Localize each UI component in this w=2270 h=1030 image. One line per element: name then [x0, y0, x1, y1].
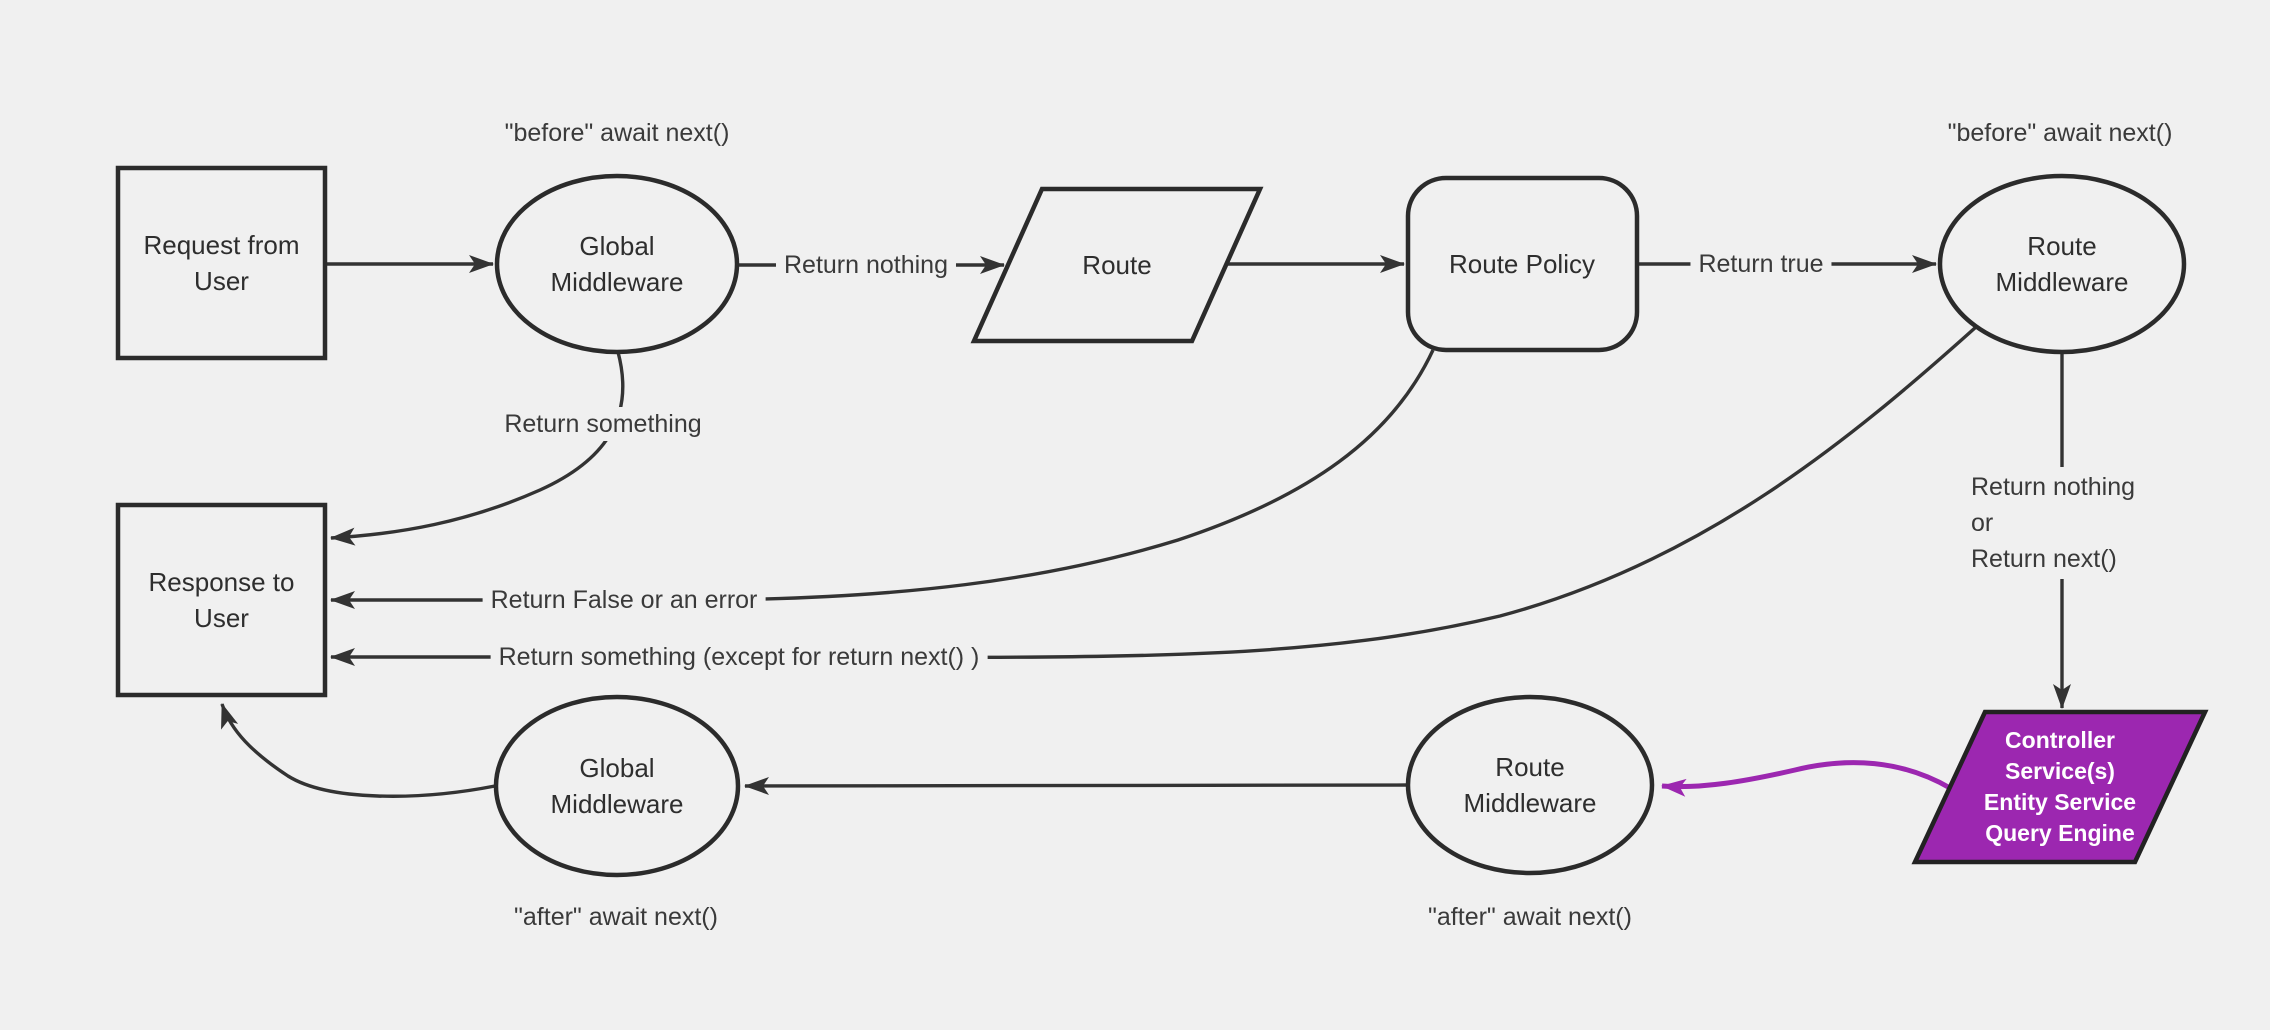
edge-controller-to-route-middleware-purple — [1661, 760, 1952, 797]
route-policy-rounded-box — [1405, 175, 1640, 353]
edge-global-middleware-to-response — [220, 703, 496, 798]
return-nothing-or-next-label: Return nothing or Return next() — [1963, 467, 2144, 579]
route-middleware-top-label: Route Middleware — [1995, 231, 2129, 297]
route-middleware-top-ellipse — [1937, 173, 2187, 355]
return-true-label: Return true — [1690, 247, 1832, 281]
return-something-except-label: Return something (except for return next… — [490, 640, 988, 674]
route-label: Route — [1082, 250, 1152, 280]
before-await-next-label-left: "before" await next() — [496, 116, 738, 150]
request-from-user-label: Request from User — [143, 230, 300, 296]
return-something-label: Return something — [496, 407, 710, 441]
after-await-next-label-left: "after" await next() — [506, 900, 726, 934]
route-parallelogram — [970, 186, 1264, 344]
response-to-user-label: Response to User — [148, 567, 295, 633]
request-from-user-box — [115, 165, 328, 361]
controller-services-parallelogram — [1911, 709, 2209, 865]
edge-route-policy-return-false — [330, 349, 1435, 609]
before-await-next-label-right: "before" await next() — [1939, 116, 2181, 150]
global-middleware-bottom-label: Global Middleware — [550, 753, 684, 819]
route-middleware-bottom-label: Route Middleware — [1463, 752, 1597, 818]
edge-route-middleware-to-global-middleware-bottom — [744, 776, 1409, 795]
global-middleware-top-label: Global Middleware — [550, 231, 684, 297]
after-await-next-label-right: "after" await next() — [1420, 900, 1640, 934]
global-middleware-top-ellipse — [494, 173, 740, 355]
response-to-user-box — [115, 502, 328, 698]
edge-global-middleware-return-something — [330, 351, 625, 546]
route-policy-label: Route Policy — [1449, 249, 1595, 279]
route-middleware-bottom-ellipse — [1405, 694, 1655, 876]
return-false-or-error-label: Return False or an error — [482, 583, 766, 617]
controller-services-label: Controller Service(s) Entity Service Que… — [1983, 727, 2137, 846]
global-middleware-bottom-ellipse — [493, 694, 741, 878]
return-nothing-label: Return nothing — [775, 248, 957, 282]
